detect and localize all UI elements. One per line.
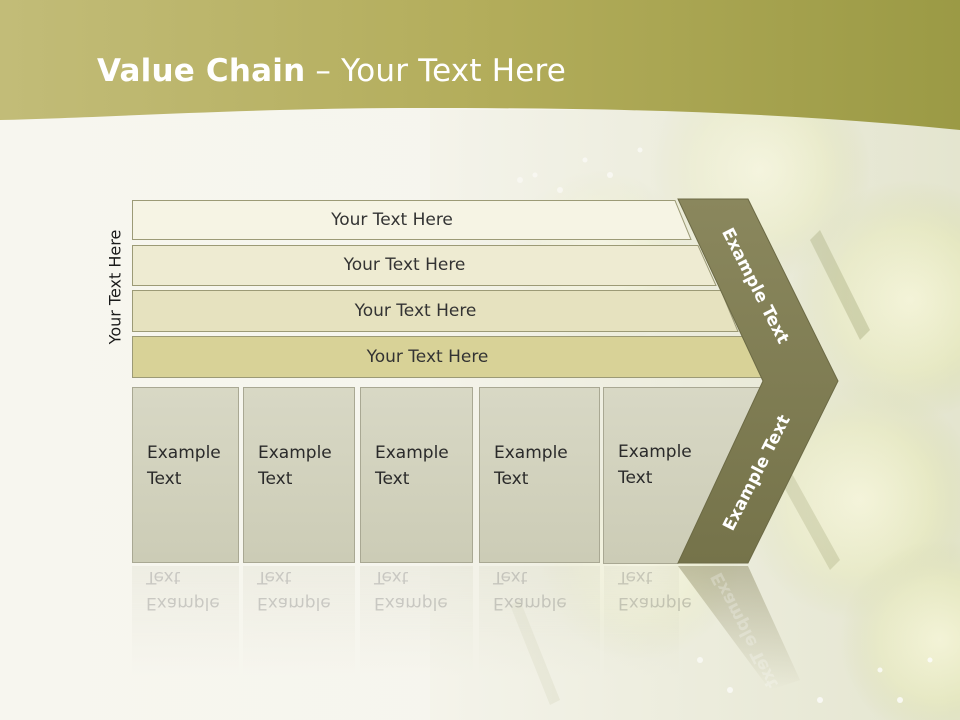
value-cell-label: Example Text xyxy=(147,443,221,489)
value-cell-5: Example Text xyxy=(604,387,714,563)
value-cell-label: Example Text xyxy=(375,443,449,489)
value-row-label: Your Text Here xyxy=(343,255,466,275)
value-cell-3: Example Text xyxy=(360,387,473,563)
value-row-3: Your Text Here xyxy=(132,290,739,332)
value-row-label: Your Text Here xyxy=(366,347,489,367)
value-cell-4: Example Text xyxy=(479,387,600,563)
value-cell-label: Example Text xyxy=(258,443,332,489)
title-rest: – Your Text Here xyxy=(305,53,567,89)
value-row-label: Your Text Here xyxy=(331,210,453,230)
value-row-1: Your Text Here xyxy=(132,200,692,240)
title-bold: Value Chain xyxy=(97,53,306,89)
value-cell-label: Example Text xyxy=(494,443,568,489)
value-cell-1: Example Text xyxy=(132,387,239,563)
value-row-label: Your Text Here xyxy=(354,301,477,321)
header-band xyxy=(0,0,960,130)
value-cell-label: Example Text xyxy=(618,442,692,488)
page-title: Value Chain – Your Text Here xyxy=(97,53,566,89)
value-row-2: Your Text Here xyxy=(132,245,717,286)
value-cell-2: Example Text xyxy=(243,387,355,563)
